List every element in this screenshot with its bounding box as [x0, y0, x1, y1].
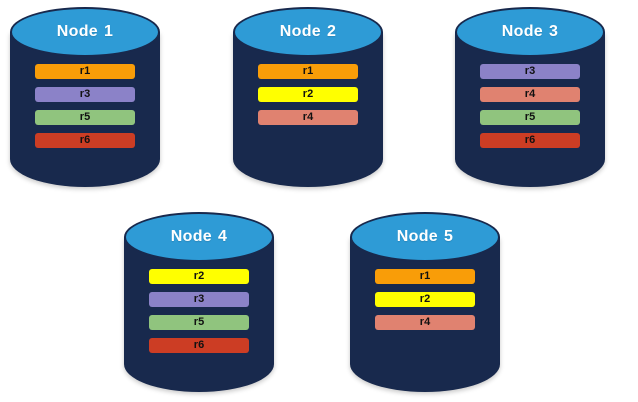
replica-bar-r1: r1	[258, 64, 358, 79]
replica-label: r1	[302, 65, 314, 77]
cylinder-body	[10, 32, 160, 187]
replica-bar-r4: r4	[258, 110, 358, 125]
node-label: Node 4	[171, 228, 227, 246]
node-label-name: Node	[501, 23, 543, 40]
replica-bar-r4: r4	[480, 87, 580, 102]
replica-bar-r2: r2	[375, 292, 475, 307]
replica-bar-r6: r6	[149, 338, 249, 353]
replica-label: r3	[79, 88, 91, 100]
node-label: Node 1	[57, 23, 113, 41]
cylinder-top-ellipse: Node 3	[455, 7, 605, 57]
replica-bar-r6: r6	[480, 133, 580, 148]
replica-list: r1 r3 r5 r6	[10, 64, 160, 148]
replica-bar-r3: r3	[149, 292, 249, 307]
replica-label: r1	[79, 65, 91, 77]
node-label-number: 3	[549, 23, 559, 40]
replica-label: r4	[419, 316, 431, 328]
node-label-name: Node	[279, 23, 321, 40]
node-label-number: 2	[327, 23, 337, 40]
replica-label: r4	[302, 111, 314, 123]
node-label-name: Node	[56, 23, 98, 40]
node-label: Node 3	[502, 23, 558, 41]
cylinder-top-ellipse: Node 1	[10, 7, 160, 57]
replica-bar-r5: r5	[149, 315, 249, 330]
node-cylinder-5: Node 5 r1 r2 r4	[350, 212, 500, 392]
cylinder-body	[124, 237, 274, 392]
node-cylinder-2: Node 2 r1 r2 r4	[233, 7, 383, 187]
replica-list: r3 r4 r5 r6	[455, 64, 605, 148]
replica-label: r3	[524, 65, 536, 77]
replica-bar-r6: r6	[35, 133, 135, 148]
replica-label: r5	[193, 316, 205, 328]
replica-label: r1	[419, 270, 431, 282]
replica-label: r6	[193, 339, 205, 351]
replica-list: r1 r2 r4	[233, 64, 383, 125]
node-label-number: 1	[104, 23, 114, 40]
node-label: Node 2	[280, 23, 336, 41]
replica-bar-r1: r1	[375, 269, 475, 284]
replica-label: r5	[524, 111, 536, 123]
replica-label: r2	[302, 88, 314, 100]
replica-label: r2	[419, 293, 431, 305]
replica-bar-r3: r3	[480, 64, 580, 79]
replica-label: r4	[524, 88, 536, 100]
cylinder-top-ellipse: Node 2	[233, 7, 383, 57]
cylinder-top-ellipse: Node 4	[124, 212, 274, 262]
replica-bar-r3: r3	[35, 87, 135, 102]
node-cylinder-1: Node 1 r1 r3 r5 r6	[10, 7, 160, 187]
node-label-name: Node	[170, 228, 212, 245]
replica-bar-r5: r5	[35, 110, 135, 125]
replica-label: r6	[524, 134, 536, 146]
replica-bar-r2: r2	[258, 87, 358, 102]
replica-label: r5	[79, 111, 91, 123]
replica-label: r2	[193, 270, 205, 282]
replica-list: r2 r3 r5 r6	[124, 269, 274, 353]
replica-list: r1 r2 r4	[350, 269, 500, 330]
cylinder-body	[350, 237, 500, 392]
cylinder-top-ellipse: Node 5	[350, 212, 500, 262]
replica-label: r6	[79, 134, 91, 146]
cylinder-body	[233, 32, 383, 187]
node-cylinder-3: Node 3 r3 r4 r5 r6	[455, 7, 605, 187]
node-label-number: 5	[444, 228, 454, 245]
node-label: Node 5	[397, 228, 453, 246]
replica-bar-r5: r5	[480, 110, 580, 125]
node-cylinder-4: Node 4 r2 r3 r5 r6	[124, 212, 274, 392]
replica-bar-r1: r1	[35, 64, 135, 79]
cylinder-body	[455, 32, 605, 187]
node-label-name: Node	[396, 228, 438, 245]
replica-label: r3	[193, 293, 205, 305]
replica-bar-r2: r2	[149, 269, 249, 284]
node-label-number: 4	[218, 228, 228, 245]
replica-bar-r4: r4	[375, 315, 475, 330]
